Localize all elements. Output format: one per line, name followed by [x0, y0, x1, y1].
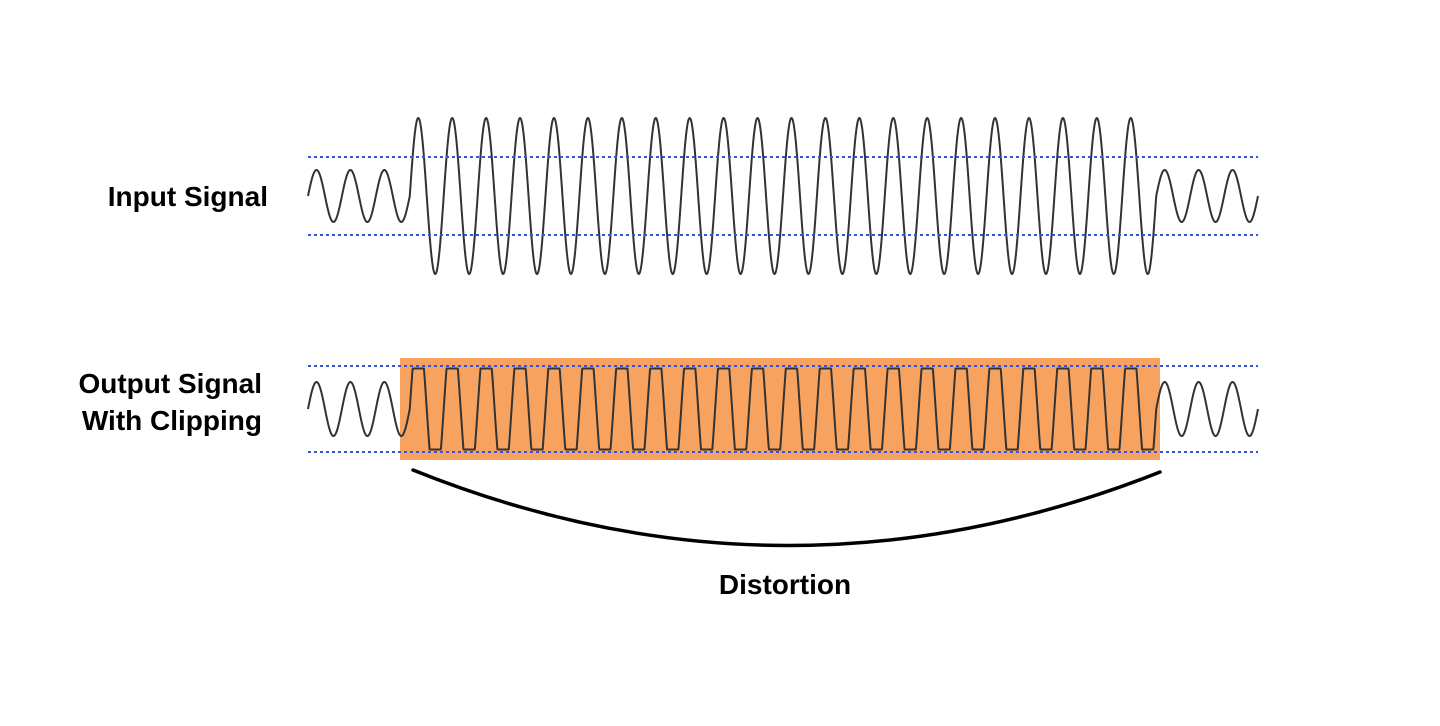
output-signal-label-line2: With Clipping: [81, 405, 262, 436]
input-signal-panel: [307, 117, 1259, 275]
input-waveform: [307, 117, 1259, 275]
output-signal-label: Output Signal With Clipping: [20, 365, 262, 439]
distortion-label: Distortion: [718, 569, 852, 600]
input-signal-label: Input Signal: [107, 181, 268, 212]
output-signal-panel: [307, 358, 1259, 460]
output-signal-label-line1: Output Signal: [78, 368, 262, 399]
output-waveform: [307, 367, 1259, 451]
distortion-brace: [411, 468, 1162, 548]
